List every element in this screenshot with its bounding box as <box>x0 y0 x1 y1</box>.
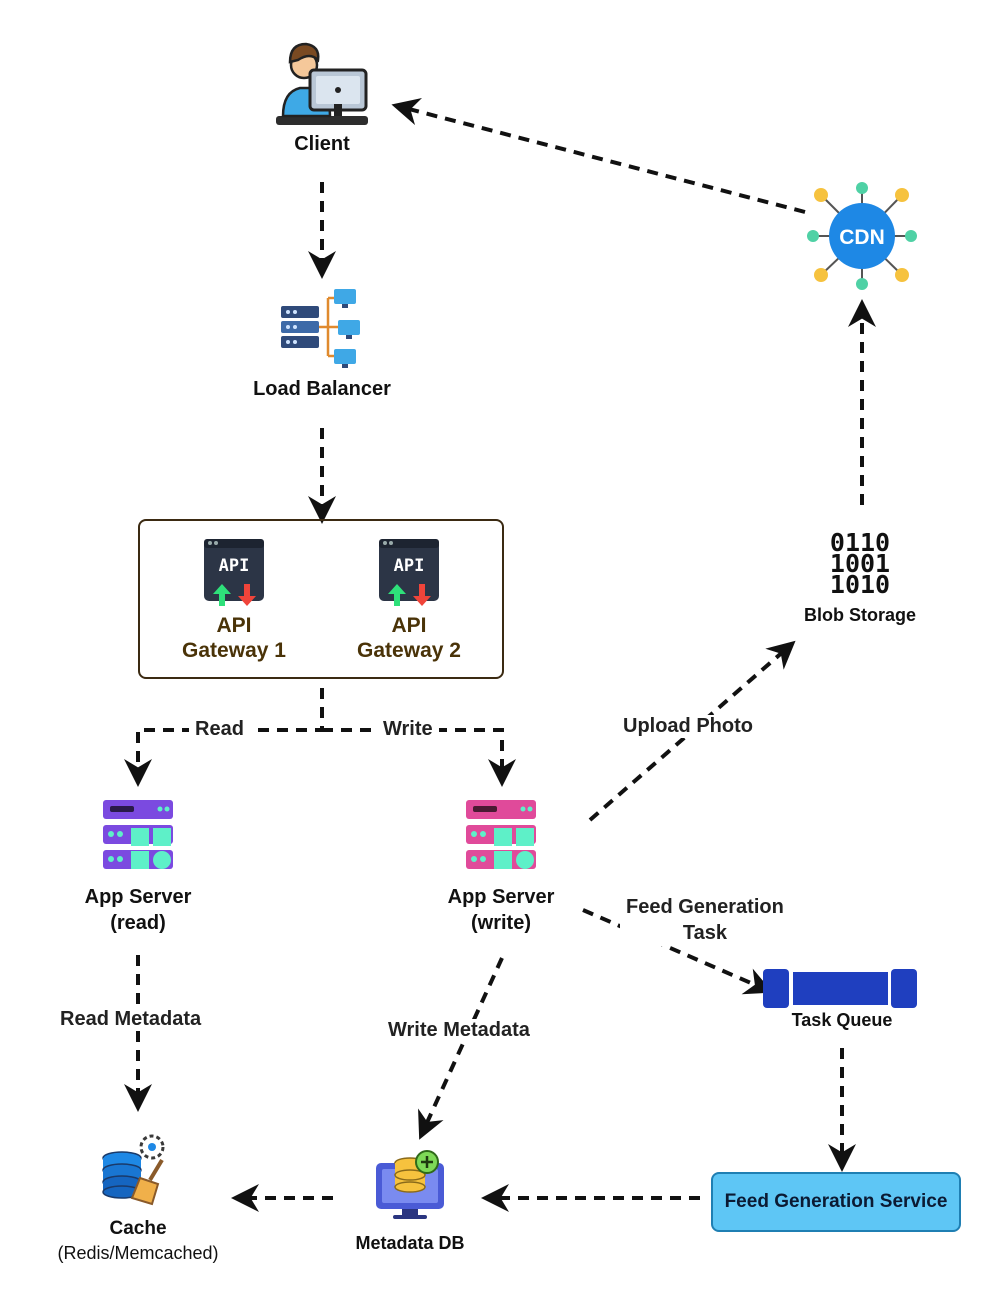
api-gateway-1-line2: Gateway 1 <box>182 639 286 662</box>
app-server-read-label: App Server (read) <box>58 884 218 936</box>
metadata-db-label: Metadata DB <box>330 1233 490 1254</box>
cdn-icon: CDN <box>807 182 917 290</box>
blob-storage-label: Blob Storage <box>780 605 940 626</box>
metadata-db-icon <box>376 1150 444 1219</box>
app-server-read-line2: (read) <box>110 912 166 934</box>
edge-label-feed-generation-task-line1: Feed Generation <box>626 896 784 918</box>
edge-label-write: Write <box>377 718 439 741</box>
load-balancer-label: Load Balancer <box>232 378 412 401</box>
app-server-write-icon <box>466 800 536 869</box>
edge-write-server-to-metadata-db <box>418 957 504 1140</box>
feed-generation-service-label: Feed Generation Service <box>724 1191 948 1212</box>
app-server-write-line2: (write) <box>471 912 531 934</box>
edge-cdn-to-client <box>391 97 806 214</box>
client-label: Client <box>262 133 382 156</box>
blob-bits-row: 1010 <box>830 570 890 599</box>
api-gateway-1-label: API Gateway 1 <box>164 613 304 663</box>
task-queue-label: Task Queue <box>762 1010 922 1031</box>
cache-line1: Cache <box>109 1218 167 1239</box>
edge-label-write-metadata: Write Metadata <box>382 1019 536 1042</box>
app-server-read-icon <box>103 800 173 869</box>
client-label-text: Client <box>294 133 350 155</box>
task-queue-icon <box>763 969 917 1008</box>
metadata-db-label-text: Metadata DB <box>355 1233 465 1253</box>
cdn-label: CDN <box>839 226 885 249</box>
api-gateway-group <box>138 519 504 679</box>
edge-label-read: Read <box>189 718 250 741</box>
api-gateway-2-label: API Gateway 2 <box>339 613 479 663</box>
app-server-write-line1: App Server <box>447 886 555 908</box>
api-gateway-2-line2: Gateway 2 <box>357 639 461 662</box>
edge-write-server-to-blob <box>588 640 796 822</box>
api-gateway-2-icon-text: API <box>394 556 425 576</box>
edge-label-read-metadata: Read Metadata <box>54 1008 208 1031</box>
api-gateway-1-line1: API <box>216 614 252 637</box>
app-server-read-line1: App Server <box>84 886 192 908</box>
edge-label-feed-generation-task-line2: Task <box>682 922 727 944</box>
cache-line2: (Redis/Memcached) <box>57 1243 219 1263</box>
blob-storage-icon: 0110 1001 1010 <box>830 528 890 599</box>
api-gateway-2-line1: API <box>391 614 427 637</box>
cache-icon <box>102 1134 165 1206</box>
blob-bits-row: 0110 <box>830 528 890 557</box>
edge-label-upload-photo: Upload Photo <box>617 715 759 738</box>
task-queue-label-text: Task Queue <box>791 1010 893 1030</box>
edge-write-server-to-queue <box>582 908 773 995</box>
client-icon <box>276 42 368 125</box>
app-server-write-label: App Server (write) <box>421 884 581 936</box>
load-balancer-icon <box>281 289 360 368</box>
edge-label-feed-generation-task: Feed Generation Task <box>620 894 790 946</box>
api-gateway-1-icon-text: API <box>219 556 250 576</box>
api-gateway-2-icon: API <box>379 539 439 606</box>
cache-label: Cache (Redis/Memcached) <box>38 1217 238 1265</box>
load-balancer-label-text: Load Balancer <box>253 378 391 400</box>
api-gateway-1-icon: API <box>204 539 264 606</box>
blob-storage-label-text: Blob Storage <box>803 605 916 625</box>
feed-generation-service-box: Feed Generation Service <box>711 1172 961 1232</box>
blob-bits-row: 1001 <box>830 549 890 578</box>
